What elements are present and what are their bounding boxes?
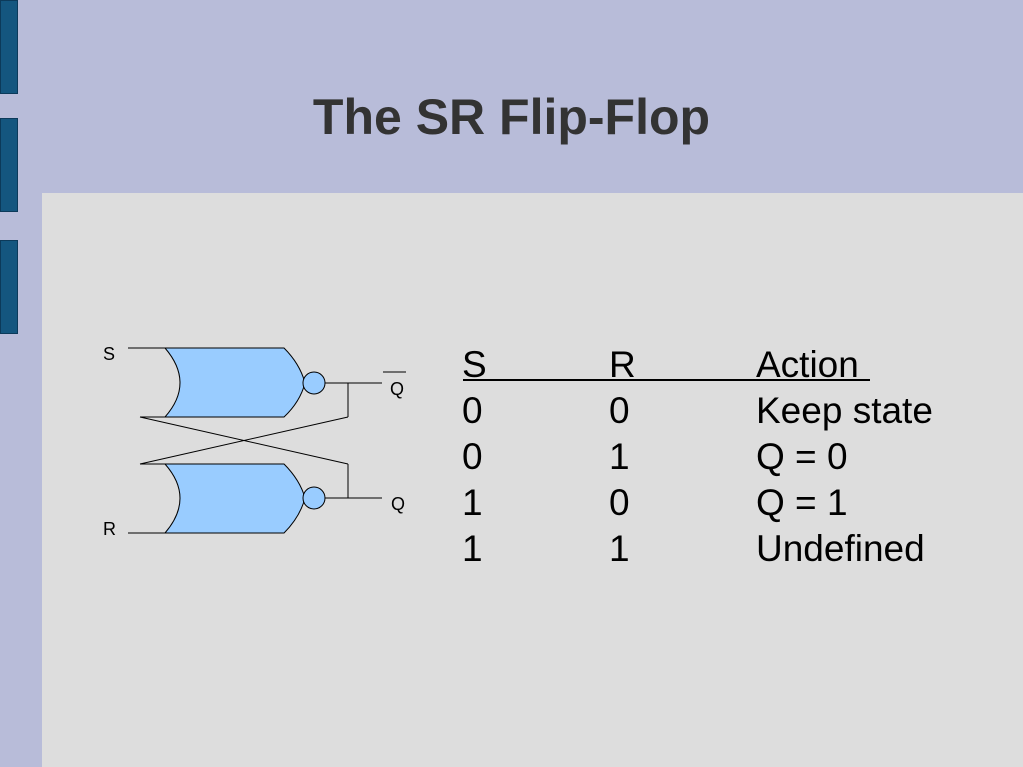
row-1-r: 0 xyxy=(609,390,630,431)
row-4-s: 1 xyxy=(462,528,483,569)
nor-gate-top xyxy=(163,347,306,418)
side-bar-middle xyxy=(0,118,18,212)
row-2-s: 0 xyxy=(462,436,483,477)
slide-title: The SR Flip-Flop xyxy=(312,89,711,145)
label-r: R xyxy=(103,519,116,539)
row-4-r: 1 xyxy=(609,528,630,569)
row-3-s: 1 xyxy=(462,482,483,523)
circuit-wires xyxy=(128,347,406,534)
header-action: Action xyxy=(756,344,859,385)
side-bar-bottom xyxy=(0,240,18,334)
inversion-bubble-bottom xyxy=(302,486,326,510)
row-1-action: Keep state xyxy=(756,390,933,431)
row-3-action: Q = 1 xyxy=(756,482,848,523)
header-s: S xyxy=(462,344,487,385)
nor-gate-bottom xyxy=(163,463,306,534)
label-s: S xyxy=(103,344,115,364)
row-3-r: 0 xyxy=(609,482,630,523)
row-2-r: 1 xyxy=(609,436,630,477)
label-q: Q xyxy=(391,494,405,514)
row-2-action: Q = 0 xyxy=(756,436,848,477)
row-4-action: Undefined xyxy=(756,528,925,569)
side-bar-top xyxy=(0,0,18,94)
header-r: R xyxy=(609,344,636,385)
label-q-bar: Q xyxy=(390,379,404,399)
row-1-s: 0 xyxy=(462,390,483,431)
inversion-bubble-top xyxy=(302,371,326,395)
header-underline xyxy=(463,379,870,381)
